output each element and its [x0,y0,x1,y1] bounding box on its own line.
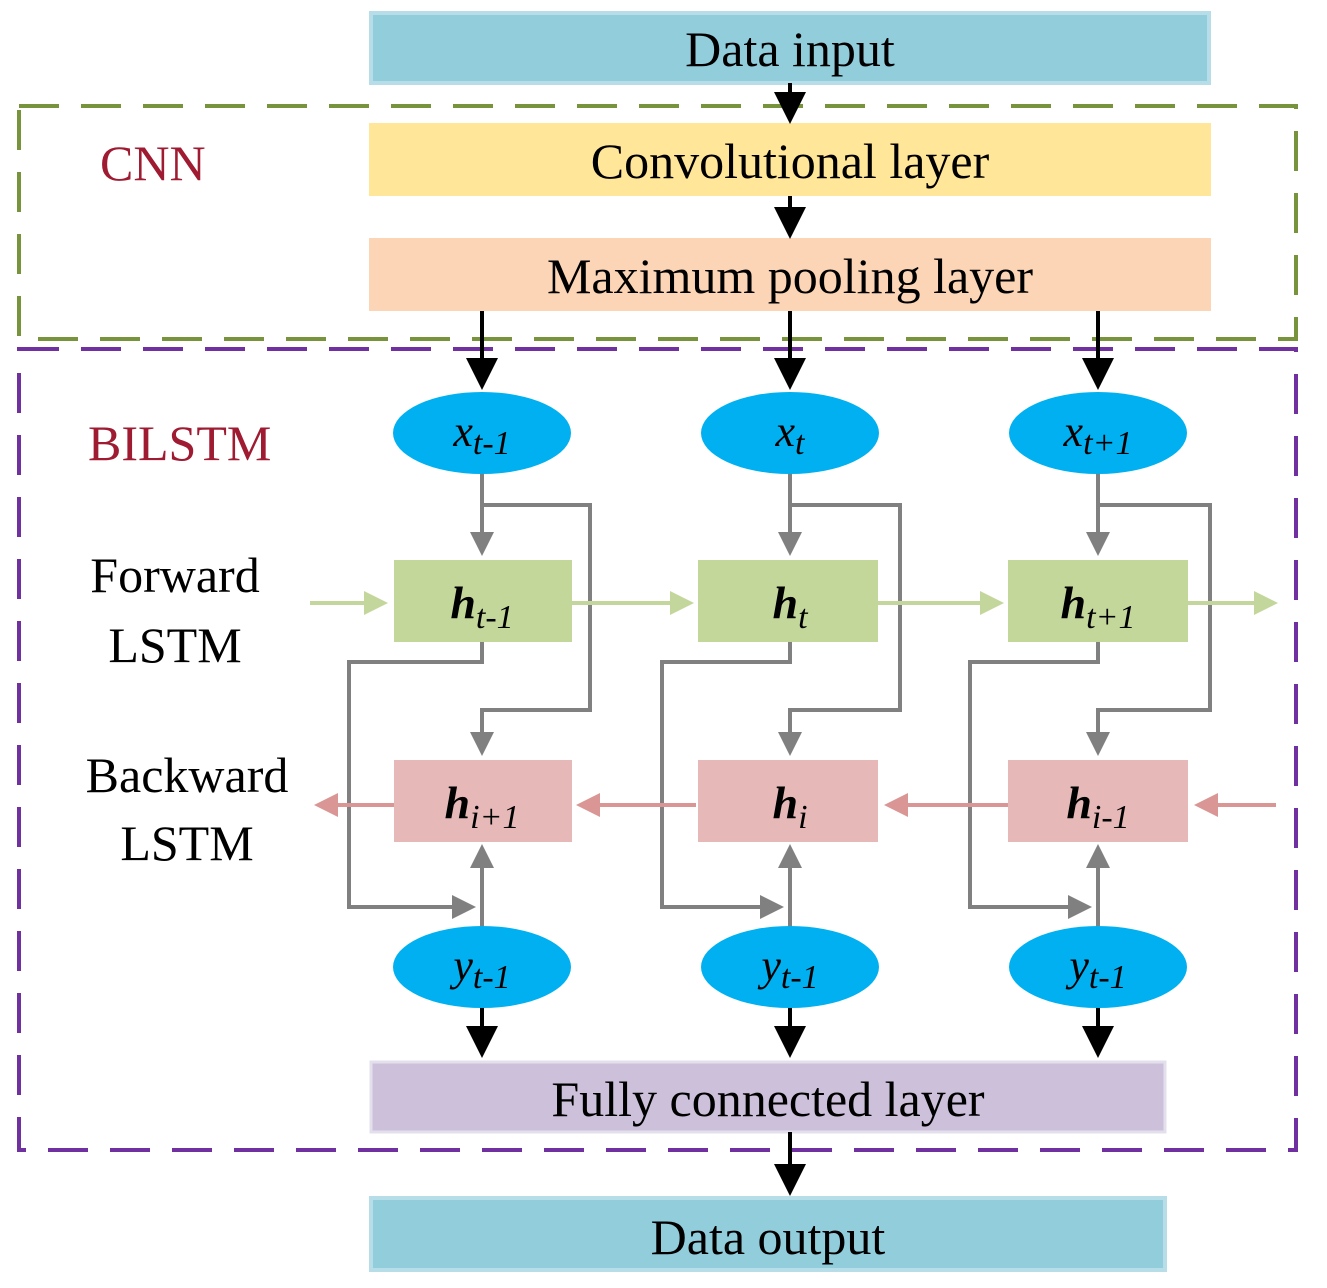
output-node-2-label: yt-1 [757,941,818,996]
backward-cell-2-label: hi [772,777,807,836]
forward-cell-2 [698,560,878,642]
gray-fwd2-to-y2 [660,642,792,919]
output-node-1 [393,926,571,1008]
backward-lstm-label-line1: Backward [86,747,289,803]
data-input-box [369,11,1211,85]
forward-cell-3-label: ht+1 [1061,577,1136,636]
forward-lstm-label-line2: LSTM [108,617,241,673]
bilstm-region-border [17,347,1298,1152]
max-pooling-layer-box [369,238,1211,311]
data-output-label: Data output [651,1209,886,1265]
gray-fwd3-to-y3 [968,642,1100,919]
backward-lstm-label-line2: LSTM [120,815,253,871]
data-input-label: Data input [685,21,895,77]
output-node-3 [1009,926,1187,1008]
convolutional-layer-box [369,123,1211,196]
fully-connected-layer-label: Fully connected layer [551,1071,985,1127]
output-node-3-label: yt-1 [1065,941,1126,996]
fully-connected-layer-box [369,1060,1167,1134]
data-output-box [369,1196,1167,1272]
backward-cell-3 [1008,760,1188,842]
forward-cell-1 [394,560,572,642]
cnn-region-border [17,104,1298,341]
forward-cell-3 [1008,560,1188,642]
backward-cell-1-label: hi+1 [445,777,520,836]
backward-cell-3-label: hi-1 [1066,777,1129,836]
backward-cell-2 [698,760,878,842]
output-node-1-label: yt-1 [449,941,510,996]
gray-x1-bypass-to-bwd1 [470,503,592,756]
column-3: xt+1 ht+1 hi-1 yt-1 [1008,392,1188,1008]
input-node-1 [393,392,571,474]
forward-lstm-label-line1: Forward [90,547,259,603]
cnn-region-label: CNN [100,135,206,191]
column-1: xt-1 ht-1 hi+1 yt-1 [393,392,572,1008]
input-node-3-label: xt+1 [1063,407,1133,462]
convolutional-layer-label: Convolutional layer [591,133,990,189]
input-node-3 [1009,392,1187,474]
forward-cell-2-label: ht [772,577,809,636]
input-node-2-label: xt [775,407,807,462]
gray-x3-bypass-to-bwd3 [1086,503,1212,756]
output-node-2 [701,926,879,1008]
input-node-2 [701,392,879,474]
input-node-1-label: xt-1 [452,407,510,462]
max-pooling-layer-label: Maximum pooling layer [547,248,1033,304]
backward-cell-1 [394,760,572,842]
column-2: xt ht hi yt-1 [698,392,879,1008]
bilstm-region-label: BILSTM [88,415,271,471]
gray-x2-bypass-to-bwd2 [778,503,902,756]
forward-cell-1-label: ht-1 [450,577,513,636]
gray-fwd1-to-y1 [347,642,484,919]
